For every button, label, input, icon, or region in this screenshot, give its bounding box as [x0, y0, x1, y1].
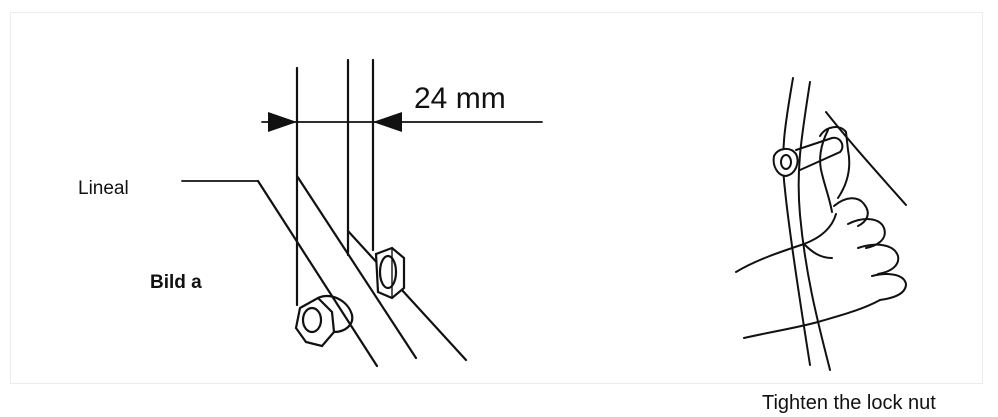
- diagonal-bar-1: [256, 179, 379, 368]
- dimension-arrow-right: [373, 112, 402, 132]
- diagonal-bar-3: [346, 229, 468, 362]
- figure-label: Bild a: [150, 272, 202, 293]
- dimension-label: 24 mm: [414, 82, 506, 115]
- caption: Tighten the lock nut: [762, 392, 936, 414]
- diagonal-bar-2: [295, 174, 418, 360]
- bolt-head: [294, 294, 354, 348]
- dimension-arrow-left: [268, 112, 297, 132]
- ruler-label: Lineal: [78, 178, 129, 199]
- wrench-hand-illustration: [735, 77, 908, 371]
- nut: [374, 246, 406, 300]
